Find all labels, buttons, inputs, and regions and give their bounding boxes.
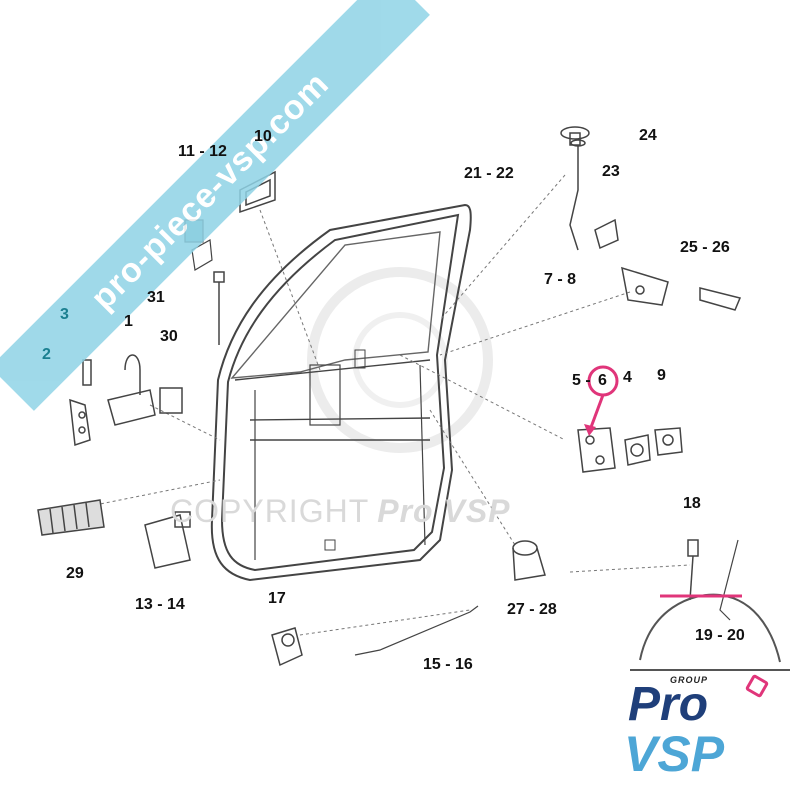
label-19-20: 19 - 20 — [695, 627, 745, 644]
label-24: 24 — [639, 127, 657, 144]
watermark-prefix: COPYRIGHT — [170, 493, 370, 529]
part-2-hinge — [69, 398, 91, 447]
part-21-22-rod — [569, 139, 586, 251]
watermark-ring — [307, 267, 493, 453]
label-4: 4 — [623, 369, 632, 386]
part-15-16-rod — [354, 605, 479, 656]
label-15-16: 15 - 16 — [423, 656, 473, 673]
label-11-12: 11 - 12 — [178, 143, 227, 160]
label-31: 31 — [147, 289, 165, 306]
part-13-14-hinge — [144, 511, 191, 569]
part-5-6-striker — [577, 427, 616, 473]
logo-group: GROUP — [670, 675, 709, 685]
provsp-logo: GROUP Pro VSP — [620, 673, 790, 790]
part-24-button — [560, 126, 590, 146]
part-31-rod — [213, 271, 225, 345]
part-1-check-strap — [107, 354, 156, 426]
part-17-lock-cylinder — [271, 627, 303, 667]
label-21-22: 21 - 22 — [464, 165, 514, 182]
label-2: 2 — [42, 346, 51, 363]
part-27-28-outer-handle — [512, 540, 546, 581]
part-25-26-bracket — [699, 287, 742, 311]
label-17: 17 — [268, 590, 286, 607]
part-4-washer — [624, 434, 651, 466]
watermark-brand: Pro VSP — [377, 493, 511, 529]
label-25-26: 25 - 26 — [680, 239, 730, 256]
logo-hex-icon — [744, 673, 770, 699]
label-27-28: 27 - 28 — [507, 601, 557, 618]
part-9-plate — [654, 427, 683, 456]
part-3-pin — [82, 359, 92, 386]
label-5: 5 - — [572, 372, 591, 389]
label-30: 30 — [160, 328, 178, 345]
label-10: 10 — [254, 128, 272, 145]
part-30-plate — [159, 387, 183, 414]
label-23: 23 — [602, 163, 620, 180]
logo-car-outline — [630, 593, 790, 671]
label-1: 1 — [124, 313, 133, 330]
logo-vsp: VSP — [624, 726, 725, 782]
highlight-arrow — [588, 394, 605, 431]
label-29: 29 — [66, 565, 84, 582]
label-7-8: 7 - 8 — [544, 271, 577, 288]
door-frame — [210, 203, 472, 582]
part-18-connector — [687, 539, 699, 601]
part-19-20-cable — [719, 539, 739, 621]
label-9: 9 — [657, 367, 666, 384]
leader-lines — [94, 174, 691, 636]
logo-pro: Pro — [628, 678, 709, 731]
label-6: 6 — [598, 372, 607, 389]
part-23-clip — [594, 218, 619, 250]
part-29-boot — [37, 499, 105, 536]
part-7-8-lock — [621, 266, 669, 306]
label-18: 18 — [683, 495, 701, 512]
label-13-14: 13 - 14 — [135, 596, 185, 613]
label-3: 3 — [60, 306, 69, 323]
